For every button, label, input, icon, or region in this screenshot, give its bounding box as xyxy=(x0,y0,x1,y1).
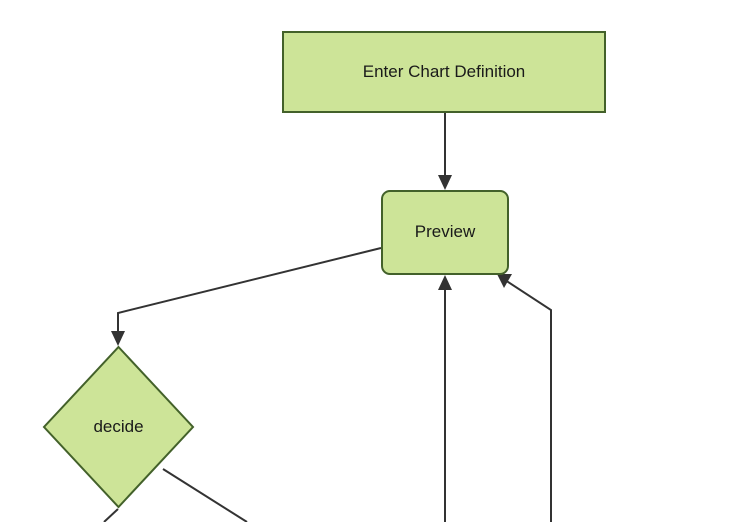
arrowhead-icon xyxy=(438,175,452,190)
edge-bottom-right-to-preview xyxy=(497,274,552,522)
node-label: decide xyxy=(93,416,144,436)
edge-enter-to-preview xyxy=(438,113,452,190)
node-label: Preview xyxy=(414,222,476,242)
node-preview[interactable]: Preview xyxy=(381,190,509,275)
edge-line xyxy=(504,279,552,522)
edge-line xyxy=(103,508,119,522)
diamond-shape xyxy=(42,345,195,509)
edge-bottom-center-to-preview xyxy=(438,275,452,522)
edge-decide-right-out xyxy=(162,468,248,522)
edge-line xyxy=(162,468,248,522)
node-label: Enter Chart Definition xyxy=(362,61,526,81)
edge-decide-bottom-out xyxy=(103,508,119,522)
edge-line xyxy=(117,247,382,337)
node-decide[interactable]: decide xyxy=(42,345,195,509)
arrowhead-icon xyxy=(438,275,452,290)
arrowhead-icon xyxy=(111,331,125,346)
edge-preview-to-decide xyxy=(111,247,382,346)
node-enter-chart-definition[interactable]: Enter Chart Definition xyxy=(282,31,606,113)
arrowhead-icon xyxy=(497,274,512,288)
